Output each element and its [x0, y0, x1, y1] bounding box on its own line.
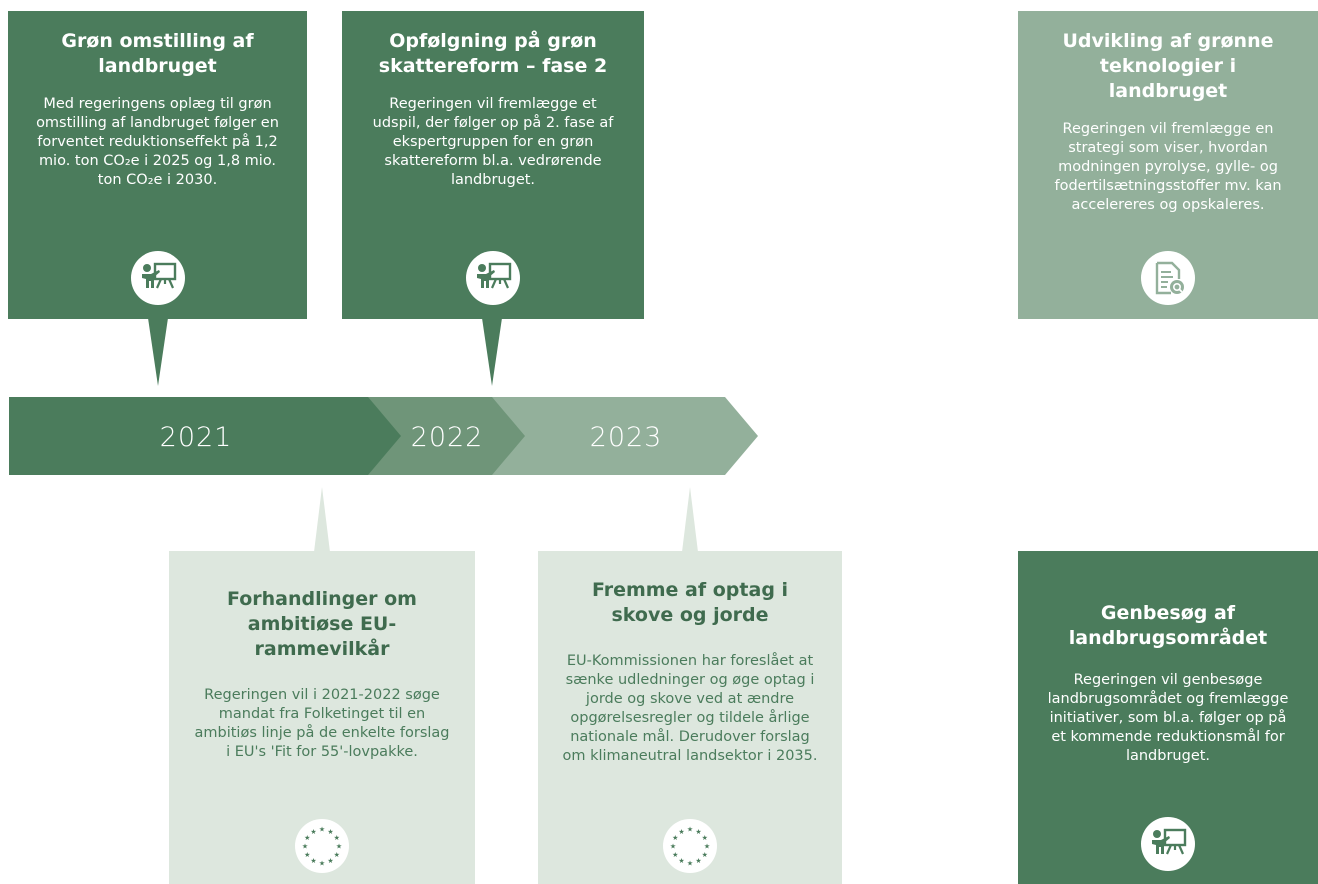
eu-star: ★	[695, 828, 701, 836]
eu-star: ★	[702, 834, 708, 842]
card-title: Grøn omstilling af landbruget	[61, 30, 254, 77]
eu-stars-icon: ★★★★★★★★★★★★	[663, 819, 717, 873]
eu-star: ★	[678, 857, 684, 865]
card-groen-skattereform: Opfølgning på grøn skattereform – fase 2…	[342, 11, 644, 319]
timeline-segment-2022	[340, 397, 525, 475]
eu-star: ★	[672, 851, 678, 859]
eu-star: ★	[687, 860, 693, 868]
eu-star: ★	[310, 857, 316, 865]
card-title: Udvikling af grønne teknologier i landbr…	[1062, 30, 1274, 102]
eu-star: ★	[310, 828, 316, 836]
eu-star: ★	[334, 851, 340, 859]
year-label-2022: 2022	[411, 422, 484, 453]
card-title: Genbesøg af landbrugsområdet	[1068, 602, 1268, 649]
eu-star: ★	[327, 828, 333, 836]
eu-star: ★	[670, 843, 676, 851]
card-body: Regeringen vil i 2021-2022 søge mandat f…	[194, 687, 450, 760]
eu-star: ★	[327, 857, 333, 865]
presentation-icon	[466, 251, 520, 305]
eu-star: ★	[334, 834, 340, 842]
timeline-segment-2023	[470, 397, 758, 475]
eu-star: ★	[319, 860, 325, 868]
pointer-card-4	[314, 487, 330, 552]
card-title: Forhandlinger om ambitiøse EU-rammevilkå…	[227, 588, 417, 660]
document-search-icon	[1141, 251, 1195, 305]
card-body: Regeringen vil genbesøge landbrugsområde…	[1047, 672, 1289, 764]
eu-star: ★	[702, 851, 708, 859]
eu-star: ★	[678, 828, 684, 836]
card-title: Opfølgning på grøn skattereform – fase 2	[378, 30, 608, 77]
eu-star: ★	[319, 826, 325, 834]
card-title: Fremme af optag i skove og jorde	[591, 579, 789, 626]
presentation-icon	[1141, 817, 1195, 871]
card-body: Regeringen vil fremlægge et udspil, der …	[372, 96, 614, 188]
pointer-card-1	[148, 318, 168, 386]
timeline-segment-2021	[9, 397, 401, 475]
eu-star: ★	[672, 834, 678, 842]
eu-stars-icon: ★★★★★★★★★★★★	[295, 819, 349, 873]
card-eu-rammevilkaar: Forhandlinger om ambitiøse EU-rammevilkå…	[169, 551, 475, 884]
card-groen-omstilling: Grøn omstilling af landbruget Med regeri…	[8, 11, 307, 319]
eu-star: ★	[695, 857, 701, 865]
card-body: Med regeringens oplæg til grøn omstillin…	[36, 96, 279, 188]
card-genbesoeg-landbrug: Genbesøg af landbrugsområdet Regeringen …	[1018, 551, 1318, 884]
card-groenne-teknologier: Udvikling af grønne teknologier i landbr…	[1018, 11, 1318, 319]
eu-star: ★	[304, 851, 310, 859]
presentation-icon	[130, 251, 185, 305]
eu-star: ★	[336, 843, 342, 851]
eu-star: ★	[704, 843, 710, 851]
eu-star: ★	[687, 826, 693, 834]
pointer-card-2	[482, 318, 502, 386]
card-optag-skove-jorde: Fremme af optag i skove og jorde EU-Komm…	[538, 551, 842, 884]
card-body: Regeringen vil fremlægge en strategi som…	[1054, 121, 1282, 213]
year-label-2023: 2023	[590, 422, 663, 453]
card-body: EU-Kommissionen har foreslået at sænke u…	[562, 653, 818, 764]
pointer-card-5	[682, 487, 698, 552]
year-label-2021: 2021	[160, 422, 233, 453]
eu-star: ★	[304, 834, 310, 842]
eu-star: ★	[302, 843, 308, 851]
